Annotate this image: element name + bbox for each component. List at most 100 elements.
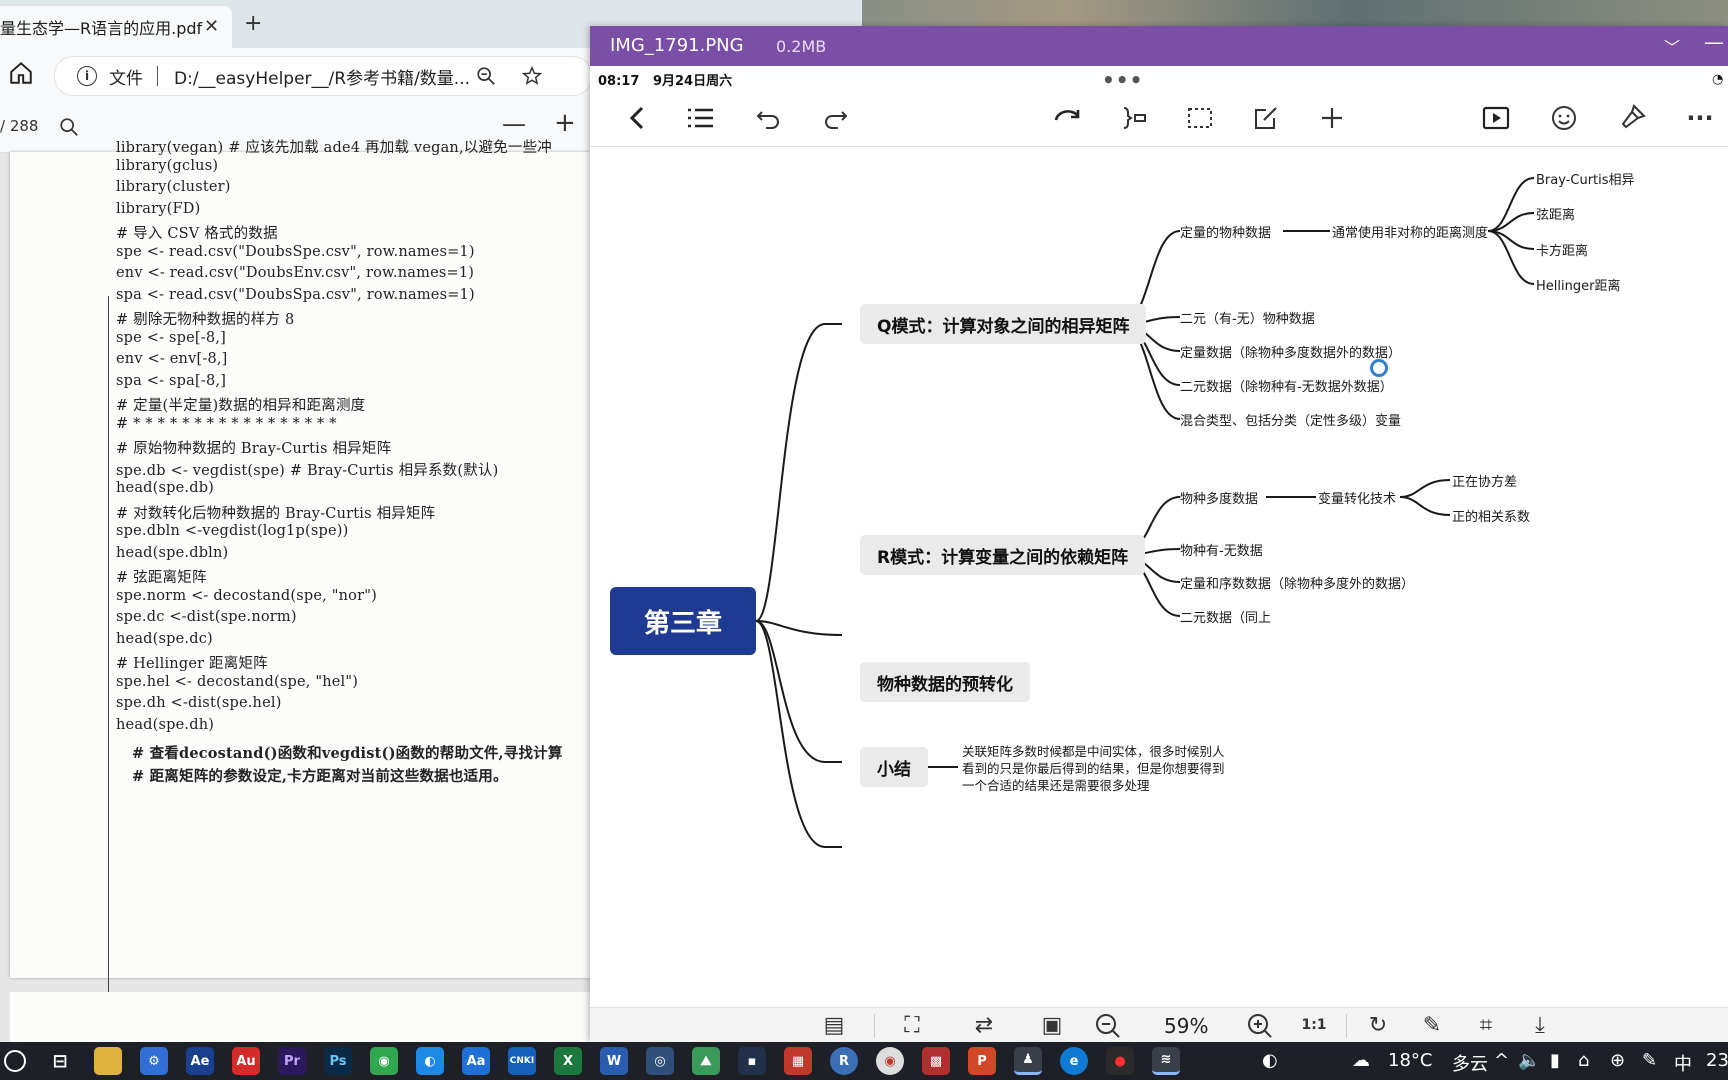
rotate-icon[interactable]: ↻ xyxy=(1368,1013,1388,1038)
excel-icon[interactable]: X xyxy=(554,1047,582,1075)
microphone-icon[interactable]: ▮ xyxy=(1550,1050,1560,1071)
edit-icon[interactable]: ✎ xyxy=(1422,1013,1442,1038)
fit-screen-icon[interactable]: ⛶ xyxy=(904,1013,920,1038)
layout-icon[interactable]: ▤ xyxy=(823,1013,845,1038)
node-q-child[interactable]: 二元（有-无）物种数据 xyxy=(1180,312,1315,327)
app-icon[interactable]: Au xyxy=(232,1047,260,1075)
weather-temp[interactable]: 18°C xyxy=(1388,1050,1433,1071)
fit-window-icon[interactable]: ▣ xyxy=(1041,1013,1063,1038)
node-r-sub[interactable]: 变量转化技术 xyxy=(1318,492,1397,507)
search-icon[interactable] xyxy=(58,116,80,138)
edit-icon[interactable] xyxy=(1248,100,1284,136)
emoji-icon[interactable] xyxy=(1546,100,1582,136)
node-r-child[interactable]: 二元数据（同上 xyxy=(1180,611,1272,626)
more-dots-icon[interactable]: ••• xyxy=(1102,68,1144,92)
node-r-mode[interactable]: R模式：计算变量之间的依赖矩阵 xyxy=(860,535,1146,575)
chevron-up-icon[interactable]: ^ xyxy=(1494,1050,1510,1071)
network-icon[interactable]: ⌂ xyxy=(1578,1050,1590,1071)
cnki-icon[interactable]: CNKI xyxy=(508,1047,536,1075)
favorite-icon[interactable] xyxy=(521,65,543,87)
weather-text[interactable]: 多云 xyxy=(1452,1054,1488,1075)
node-q-leaf[interactable]: Hellinger距离 xyxy=(1536,279,1621,294)
node-r-leaf[interactable]: 正的相关系数 xyxy=(1452,510,1531,525)
pen-icon[interactable]: ✎ xyxy=(1642,1050,1658,1071)
node-r-child[interactable]: 定量和序数数据（除物种多度外的数据） xyxy=(1180,577,1415,592)
play-icon[interactable] xyxy=(1478,100,1514,136)
browser-icon[interactable]: ◐ xyxy=(416,1047,444,1075)
node-q-child[interactable]: 定量的物种数据 xyxy=(1180,226,1272,241)
weather-icon[interactable]: ☁ xyxy=(1352,1050,1370,1071)
actual-size-icon[interactable]: 1:1 xyxy=(1301,1017,1327,1033)
rotate-icon[interactable] xyxy=(1050,100,1086,136)
node-q-sub[interactable]: 通常使用非对称的距离测度 xyxy=(1332,226,1489,241)
r-language-icon[interactable]: R xyxy=(830,1047,858,1075)
translate-icon[interactable]: ⇄ xyxy=(974,1013,994,1038)
app-icon[interactable]: ▪ xyxy=(738,1047,766,1075)
tab-pdf[interactable]: 量生态学—R语言的应用.pdf ✕ xyxy=(0,6,232,48)
node-q-mode[interactable]: Q模式：计算对象之间的相异矩阵 xyxy=(860,304,1147,344)
app-icon[interactable]: Aa xyxy=(462,1047,490,1075)
undo-icon[interactable] xyxy=(750,100,786,136)
format-brush-icon[interactable] xyxy=(1614,100,1650,136)
address-bar[interactable]: i 文件 D:/__easyHelper__/R参考书籍/数量... xyxy=(54,56,592,96)
file-explorer-icon[interactable] xyxy=(94,1047,122,1075)
code-line: library(cluster) xyxy=(116,179,231,195)
app-icon[interactable]: Ae xyxy=(186,1047,214,1075)
volume-icon[interactable]: 🔈 xyxy=(1518,1050,1541,1071)
outline-list-icon[interactable] xyxy=(682,100,718,136)
add-icon[interactable] xyxy=(1314,100,1350,136)
zoom-in-button[interactable]: + xyxy=(554,108,576,138)
record-icon[interactable]: ● xyxy=(1106,1047,1134,1075)
zoom-out-icon[interactable] xyxy=(475,65,497,87)
node-q-child[interactable]: 定量数据（除物种多度数据外的数据） xyxy=(1180,346,1402,361)
more-options-icon[interactable]: ··· xyxy=(1686,104,1714,132)
clock[interactable]: 23 xyxy=(1706,1050,1728,1071)
qq-icon[interactable]: ♟ xyxy=(1014,1047,1042,1075)
close-icon[interactable]: ✕ xyxy=(204,16,220,37)
zoom-out-button[interactable]: — xyxy=(502,110,526,138)
back-icon[interactable] xyxy=(620,100,656,136)
node-pretransform[interactable]: 物种数据的预转化 xyxy=(860,662,1030,702)
chrome-icon[interactable]: ◉ xyxy=(876,1047,904,1075)
select-box-icon[interactable] xyxy=(1182,100,1218,136)
node-r-leaf[interactable]: 正在协方差 xyxy=(1452,475,1518,490)
edge-icon[interactable]: e xyxy=(1060,1047,1088,1075)
task-view-icon[interactable]: ⊟ xyxy=(52,1050,68,1072)
home-icon[interactable] xyxy=(8,60,34,86)
app-icon[interactable]: ≋ xyxy=(1152,1047,1180,1075)
node-r-child[interactable]: 物种有-无数据 xyxy=(1180,544,1263,559)
photoshop-icon[interactable]: Ps xyxy=(324,1047,352,1075)
wechat-icon[interactable]: ◉ xyxy=(370,1047,398,1075)
node-q-leaf[interactable]: 卡方距离 xyxy=(1536,244,1589,259)
chevron-down-icon[interactable]: ﹀ xyxy=(1664,38,1681,57)
node-q-leaf[interactable]: 弦距离 xyxy=(1536,208,1576,223)
mindmap-root[interactable]: 第三章 xyxy=(610,587,756,655)
address-url[interactable]: D:/__easyHelper__/R参考书籍/数量... xyxy=(174,68,471,89)
summary-bracket-icon[interactable] xyxy=(1116,100,1152,136)
node-r-child[interactable]: 物种多度数据 xyxy=(1180,492,1259,507)
powerpoint-icon[interactable]: P xyxy=(968,1047,996,1075)
minimize-icon[interactable]: — xyxy=(1704,30,1724,54)
new-tab-icon[interactable]: + xyxy=(244,11,263,36)
node-q-leaf[interactable]: Bray-Curtis相异 xyxy=(1536,173,1635,188)
node-summary[interactable]: 小结 xyxy=(860,747,928,787)
zoom-out-icon[interactable] xyxy=(1090,1008,1126,1043)
zoom-in-icon[interactable] xyxy=(1242,1008,1278,1043)
crop-icon[interactable]: ⌗ xyxy=(1479,1013,1493,1038)
info-icon[interactable]: i xyxy=(77,66,97,86)
node-q-child[interactable]: 二元数据（除物种有-无数据外数据） xyxy=(1180,380,1393,395)
app-icon[interactable]: ◎ xyxy=(646,1047,674,1075)
app-icon[interactable]: ⚙ xyxy=(140,1047,168,1075)
download-icon[interactable]: ⤓ xyxy=(1535,1013,1545,1038)
app-icon[interactable]: ▩ xyxy=(922,1047,950,1075)
premiere-icon[interactable]: Pr xyxy=(278,1047,306,1075)
node-q-child[interactable]: 混合类型、包括分类（定性多级）变量 xyxy=(1180,414,1402,429)
app-tray-icon[interactable]: ◐ xyxy=(1262,1050,1278,1071)
app-icon[interactable]: ⛰ xyxy=(692,1047,720,1075)
word-icon[interactable]: W xyxy=(600,1047,628,1075)
start-search-icon[interactable] xyxy=(4,1050,26,1072)
redo-icon[interactable] xyxy=(818,100,854,136)
app-icon[interactable]: ▦ xyxy=(784,1047,812,1075)
globe-icon[interactable]: ⊕ xyxy=(1610,1050,1626,1071)
ime-indicator[interactable]: 中 xyxy=(1674,1054,1692,1075)
